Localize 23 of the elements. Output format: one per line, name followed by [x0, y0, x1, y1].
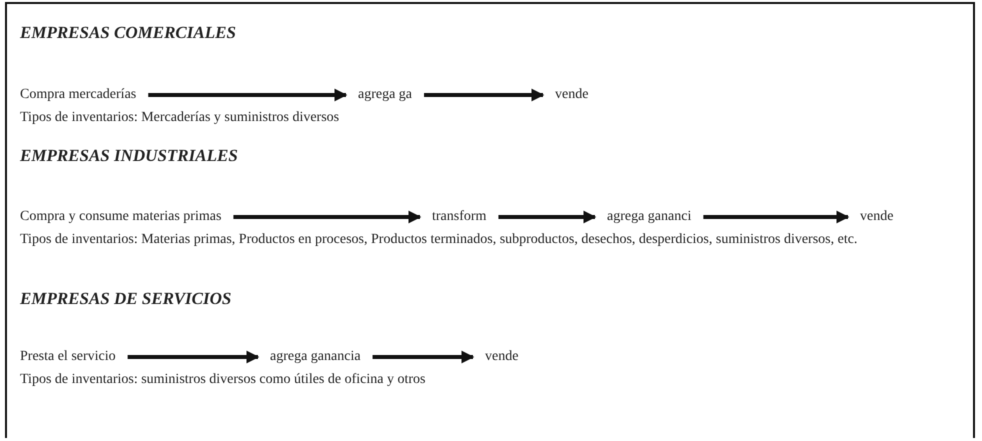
step-text: Compra y consume materias primas — [20, 208, 222, 226]
arrow — [148, 88, 348, 102]
step-text: Compra mercaderías — [20, 86, 136, 104]
step-text: transform — [432, 208, 486, 226]
arrow — [233, 210, 422, 224]
step-text: vende — [485, 348, 518, 366]
step-text: agrega ga — [358, 86, 412, 104]
inventory-note: Tipos de inventarios: suministros diversos como útiles de oficina y otros — [20, 371, 426, 389]
inventory-note: Tipos de inventarios: Materias primas, Productos en procesos, Productos terminados, subproductos, desechos, desperdicios, suministros diversos, etc. — [20, 231, 858, 249]
inventory-note: Tipos de inventarios: Mercaderías y suministros diversos — [20, 109, 340, 127]
step-text: vende — [860, 208, 894, 226]
section-heading: EMPRESAS COMERCIALES — [20, 22, 236, 43]
arrow — [703, 210, 850, 224]
arrow — [128, 350, 260, 364]
arrow — [424, 88, 544, 102]
step-text: agrega gananci — [607, 208, 692, 226]
step-text: vende — [555, 86, 588, 104]
arrow — [372, 350, 474, 364]
step-text: agrega ganancia — [270, 348, 361, 366]
arrow — [498, 210, 596, 224]
step-text: Presta el servicio — [20, 348, 116, 366]
section-heading: EMPRESAS INDUSTRIALES — [20, 145, 238, 166]
section-heading: EMPRESAS DE SERVICIOS — [20, 288, 232, 309]
